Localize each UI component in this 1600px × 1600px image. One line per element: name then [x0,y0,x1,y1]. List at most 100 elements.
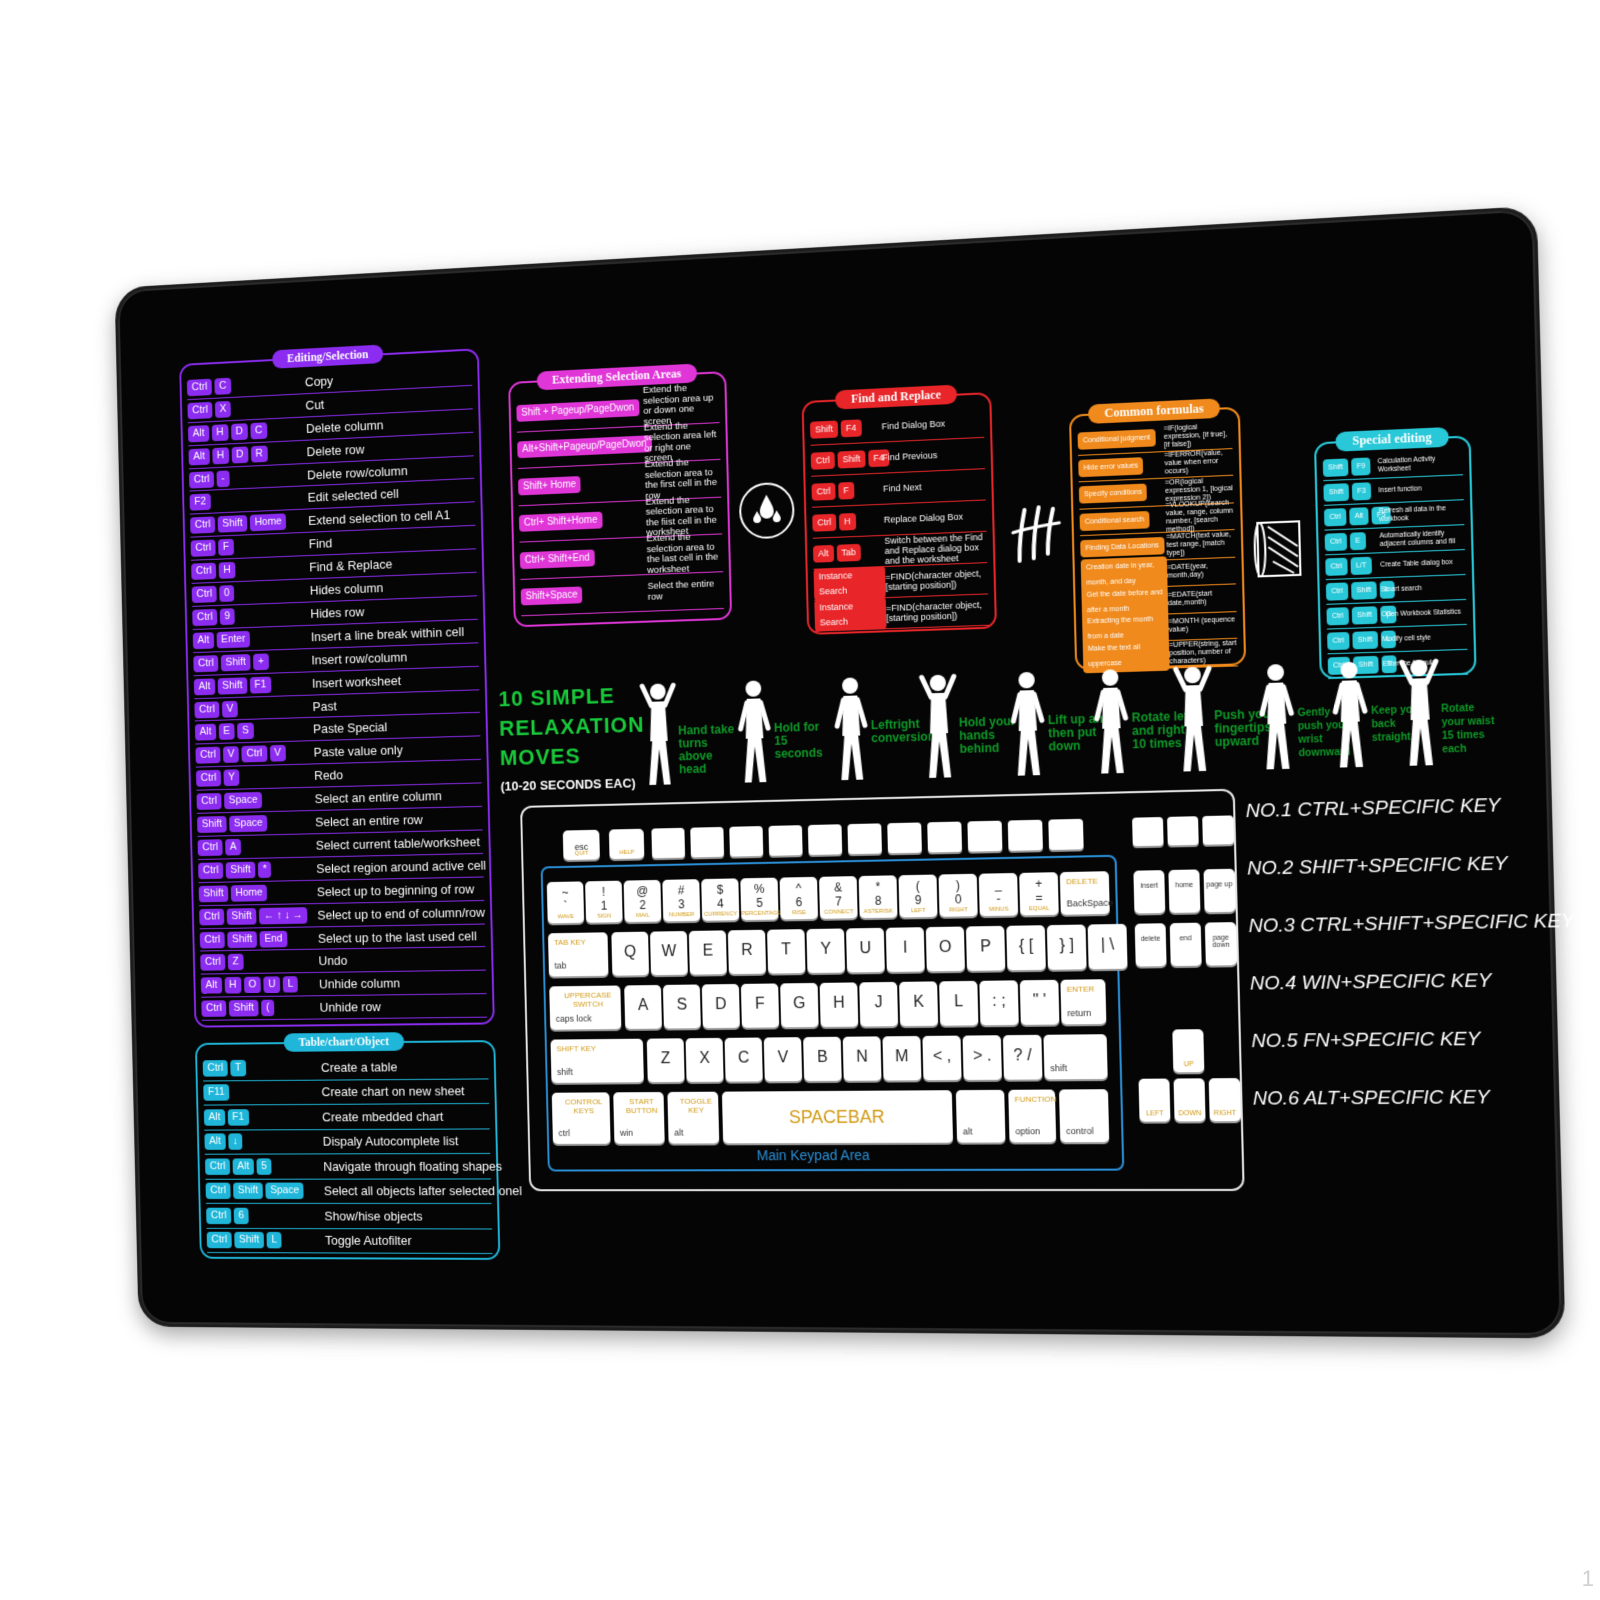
nav-key-label: delete [1140,935,1161,944]
key-cap: Alt [812,544,834,563]
right-arrow-key: RIGHT [1208,1078,1241,1122]
shortcut-keys: Specify conditions [1078,483,1166,504]
key-cap: Alt [194,724,217,742]
shortcut-keys: F2 [189,490,308,512]
table_panel-row: Alt↓Dispaly Autocomplete list [204,1128,491,1155]
enter-label: ENTER [1066,984,1095,994]
function-key [847,823,882,855]
key-top-symbol: * [875,879,881,894]
water-drop-icon [737,479,797,541]
shortcut-label: Switch between the Find and Replace dial… [884,531,983,566]
key-cap: H [838,512,856,531]
relaxation-pose-label: Hand take turns above head [678,722,735,777]
stretching-figure-icon [1089,665,1133,783]
key-legend-text: E [702,942,714,960]
letter-key: { [ [1006,925,1046,971]
key-cap: Shift [1322,458,1349,478]
shortcut-keys: Ctrl+ Shift+End [519,547,647,569]
shortcut-label: =IFERROR(value, value when error occurs) [1164,449,1223,476]
navigation-key: home [1168,869,1201,913]
key-sub-text: SIGN [597,913,612,920]
shortcut-label: Find & Replace [309,556,393,575]
shortcut-label: Navigate through floating shapes [323,1158,503,1174]
key-cap: Alt [188,447,210,466]
key-cap: Alt [232,1158,255,1175]
key-bottom-symbol: 6 [795,895,803,910]
key-cap: H [212,446,229,465]
navigation-key: end [1169,922,1202,967]
shortcut-label: Delete row/column [306,462,408,482]
shift-label: SHIFT KEY [556,1044,597,1054]
shortcut-label: Insert function [1378,485,1422,495]
key-cap: Finding Data Locations [1080,537,1165,558]
shortcut-label: Smart search [1380,584,1422,594]
function-key [967,820,1003,852]
shortcut-label: Unhide row [319,999,382,1015]
mouse-pad-roll-icon [1251,515,1307,583]
shortcut-label: Select the entire row [647,578,715,603]
key-cap: Space [229,815,268,833]
letter-key: | \ [1087,923,1128,970]
key-cap: Enter [216,630,251,649]
extending-selection-panel: Extending Selection Areas Shift + Pageup… [508,363,733,628]
key-top-symbol: _ [994,877,1002,892]
key-legend-text: X [699,1049,710,1067]
nav-key-label: page down [1212,934,1230,950]
key-bottom-symbol: 0 [954,892,962,907]
system-key [1202,815,1235,845]
function-key [729,826,764,857]
letter-key: X [685,1037,724,1082]
main-keypad-caption: Main Keypad Area [756,1146,870,1164]
key-cap: Shift [227,930,258,948]
stretching-figure-icon [1006,667,1049,785]
number-key: MINUS_- [978,872,1019,917]
shortcut-label: Undo [318,953,348,969]
shortcut-label: =MATCH(text value, test range, [match ty… [1166,530,1232,558]
key-cap: Ctrl [204,1158,231,1175]
key-sub-text: CONNECT [823,909,854,916]
key-legend-text: ? / [1013,1047,1032,1065]
letter-key: N [842,1036,882,1081]
shortcut-label: Dispaly Autocomplete list [322,1133,459,1149]
key-legend-line: NO.3 CTRL+SHIFT+SPECIFIC KEY [1248,910,1575,938]
key-legend-text: J [874,994,883,1012]
key-cap: Shift [837,449,866,469]
shortcut-label: =DATE(year, month,day) [1167,563,1209,580]
key-cap: ( [261,999,275,1017]
key-cap: - [216,469,230,487]
left-arrow-key: LEFT [1138,1078,1171,1122]
function-label: FUNCTION [1014,1094,1057,1104]
key-bottom-symbol: 5 [756,895,763,910]
key-cap: Shift+Space [520,586,583,606]
key-cap: ↓ [228,1133,243,1151]
key-legend-text: P [979,938,992,956]
key-cap: * [257,861,272,878]
key-cap: E [218,723,235,741]
key-legend-text: D [714,996,727,1014]
key-cap: Ctrl [199,931,225,949]
letter-key: : ; [979,980,1019,1026]
shortcut-keys: Ctrl+ Shift+Home [518,510,646,533]
arrow-key-label: LEFT [1145,1110,1164,1118]
key-cap: Space [224,792,263,810]
key-cap: L [266,1232,282,1249]
letter-key: Z [646,1038,685,1083]
shift-right-small-label: shift [1050,1063,1068,1074]
